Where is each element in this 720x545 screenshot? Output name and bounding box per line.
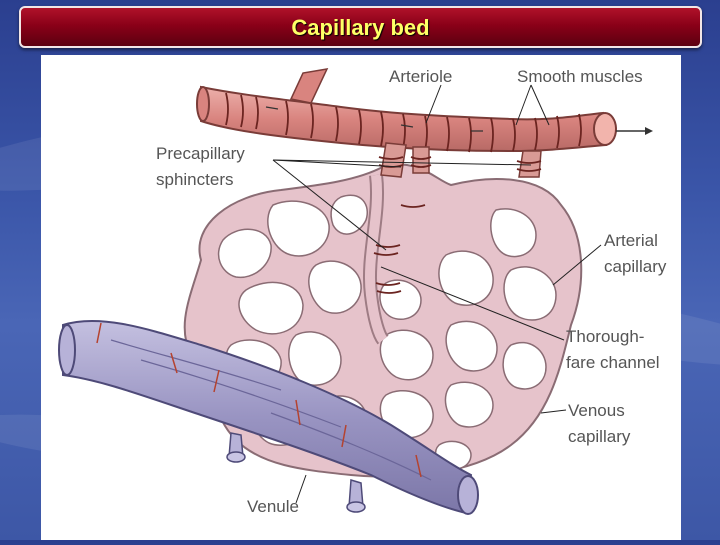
label-fare-channel: fare channel (566, 353, 660, 372)
label-arterial: Arterial (604, 231, 658, 250)
label-sphincters: sphincters (156, 170, 233, 189)
label-smooth-muscles: Smooth muscles (517, 67, 643, 86)
arteriole (196, 68, 653, 153)
capillary-bed-diagram: Arteriole Smooth muscles Precapillary sp… (58, 67, 667, 516)
leader-lines (272, 84, 602, 504)
label-arterial-capillary: capillary (604, 257, 667, 276)
label-venous-capillary: capillary (568, 427, 631, 446)
label-venule: Venule (247, 497, 299, 516)
title-bar: Capillary bed (19, 6, 702, 48)
label-venous: Venous (568, 401, 625, 420)
precapillary-branches (373, 142, 542, 294)
label-thorough: Thorough- (566, 327, 644, 346)
venule (58, 319, 479, 515)
slide-title: Capillary bed (291, 15, 430, 40)
label-precapillary: Precapillary (156, 144, 245, 163)
diagram-panel: Arteriole Smooth muscles Precapillary sp… (41, 55, 681, 540)
label-arteriole: Arteriole (389, 67, 452, 86)
